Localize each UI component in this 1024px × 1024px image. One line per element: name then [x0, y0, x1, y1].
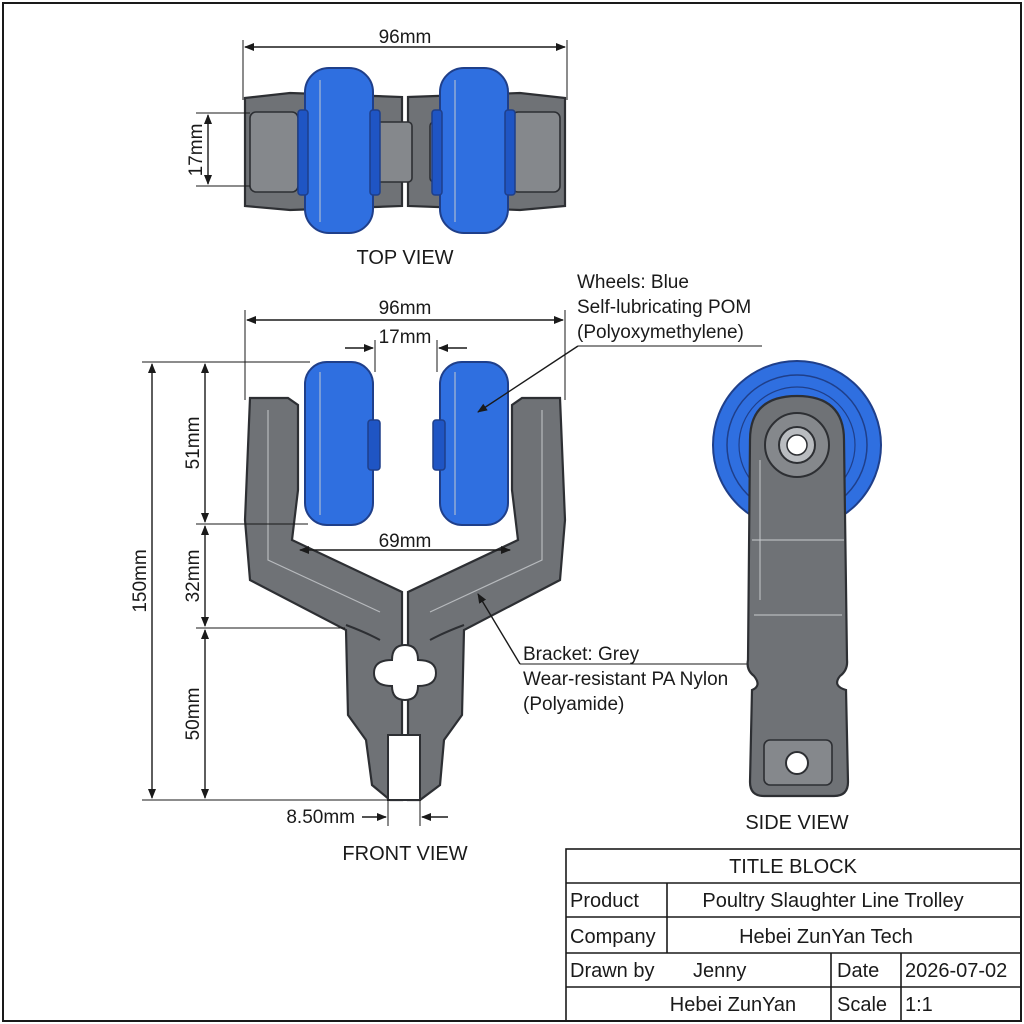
front-view-drawing: [243, 361, 567, 802]
company-value: Hebei ZunYan Tech: [739, 926, 913, 948]
product-value: Poultry Slaughter Line Trolley: [702, 890, 963, 912]
top-view-drawing: [243, 67, 567, 234]
front-view-stem-height-dimension: 50mm: [183, 688, 204, 741]
front-view-label: FRONT VIEW: [342, 843, 467, 865]
front-view-total-height-dimension: 150mm: [130, 549, 151, 612]
front-view-wheel-height-dimension: 51mm: [183, 417, 204, 470]
callout-leaders: [477, 345, 762, 665]
title-block-heading: TITLE BLOCK: [729, 856, 857, 878]
top-view-width-dimension: 96mm: [379, 27, 432, 48]
bracket-callout-line-1: Bracket: Grey: [523, 644, 640, 665]
drawn-by-value: Jenny: [693, 960, 746, 982]
scale-value: 1:1: [905, 994, 933, 1016]
footer-company-name: Hebei ZunYan: [670, 994, 796, 1016]
side-view-label: SIDE VIEW: [745, 812, 848, 834]
front-view-fork-height-dimension: 32mm: [183, 550, 204, 603]
front-view-slot-dimension: 8.50mm: [286, 807, 355, 828]
product-label: Product: [570, 890, 639, 912]
bracket-callout-line-3: (Polyamide): [523, 694, 624, 715]
wheels-callout-line-1: Wheels: Blue: [577, 272, 689, 293]
title-block: [565, 848, 1022, 1022]
top-view-label: TOP VIEW: [356, 247, 453, 269]
wheels-callout-line-3: (Polyoxymethylene): [577, 322, 744, 343]
top-view-depth-dimension: 17mm: [186, 124, 207, 177]
bracket-callout-line-2: Wear-resistant PA Nylon: [523, 669, 728, 690]
date-label: Date: [837, 960, 879, 982]
front-view-width-dimension: 96mm: [379, 298, 432, 319]
front-view-dimensions: [142, 310, 566, 826]
front-view-gap-dimension: 17mm: [379, 327, 432, 348]
drawn-by-label: Drawn by: [570, 960, 654, 982]
front-view-inner-dimension: 69mm: [379, 531, 432, 552]
side-view-drawing: [712, 360, 882, 798]
wheels-callout-line-2: Self-lubricating POM: [577, 297, 751, 318]
company-label: Company: [570, 926, 656, 948]
top-view-dimensions: [196, 40, 568, 187]
scale-label: Scale: [837, 994, 887, 1016]
date-value: 2026-07-02: [905, 960, 1007, 982]
